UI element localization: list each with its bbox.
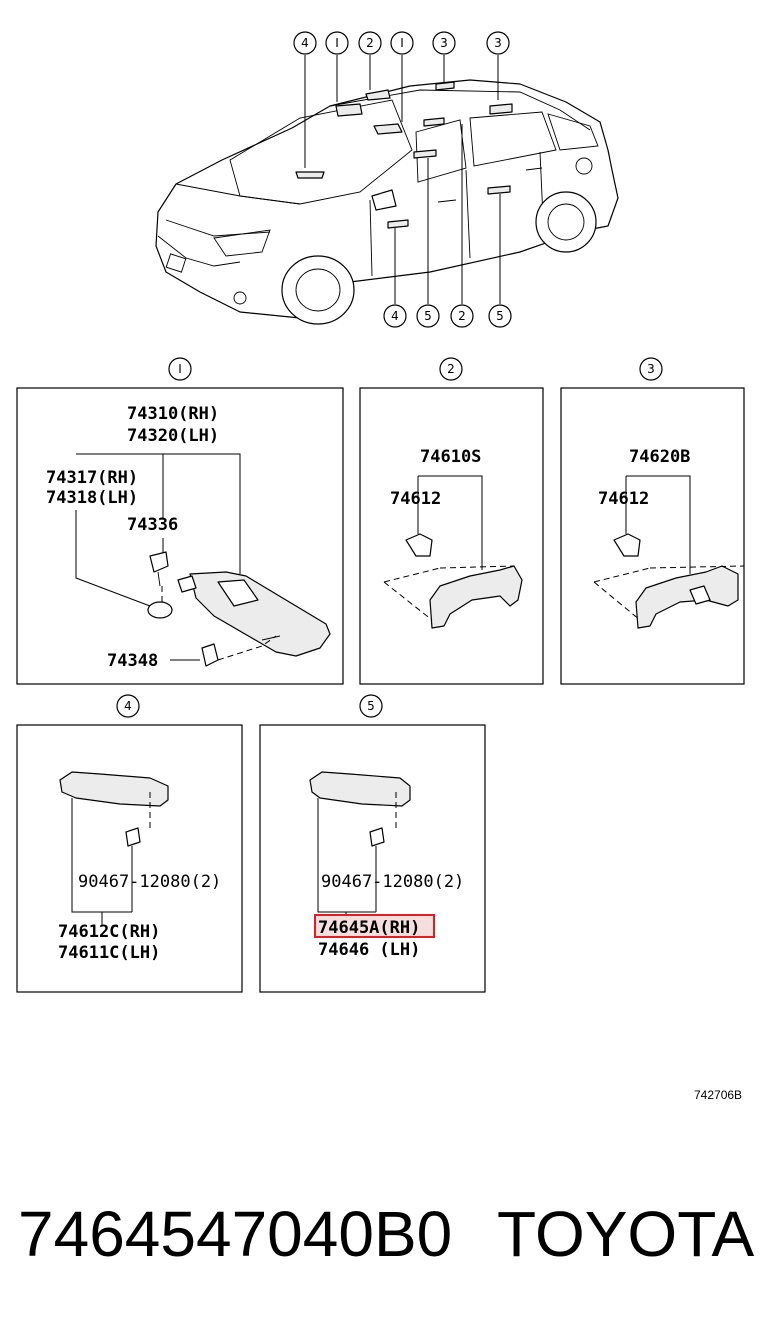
panel-3-assist-grip: 3 74620B 74612 [560,357,745,685]
footer-brand: TOYOTA [497,1198,755,1270]
panel-4-index: 4 [124,699,132,713]
panel-2-assist-grip: 2 74610S 74612 [359,357,544,685]
highlight-box [314,914,435,938]
label-90467-p4: 90467-12080(2) [78,872,221,892]
label-74612-p3: 74612 [598,489,649,509]
overview-callouts-bottom: 4 5 2 5 [383,304,512,328]
label-74318: 74318(LH) [46,488,138,508]
label-74348: 74348 [107,651,158,671]
label-74646: 74646 (LH) [318,940,420,960]
panel-3-index: 3 [647,362,655,376]
panel-5-index: 5 [367,699,375,713]
label-74612-p2: 74612 [390,489,441,509]
label-74620B: 74620B [629,447,690,467]
label-74320: 74320(LH) [127,426,219,446]
label-74610S: 74610S [420,447,481,467]
label-74336: 74336 [127,515,178,535]
footer-part-number: 7464547040B0 [18,1198,452,1270]
diagram-reference: 742706B [694,1088,742,1102]
panel-5-door-handle: 5 90467-12080(2) 74645A(RH) 74646 (LH) [259,694,486,993]
callout-2-bottom: 2 [458,309,466,323]
callout-1b-top: I [400,36,404,50]
callout-5b-bottom: 5 [496,309,504,323]
callout-4-bottom: 4 [391,309,399,323]
label-74317: 74317(RH) [46,468,138,488]
label-74645A: 74645A(RH) [318,918,420,938]
panel-1-index: I [178,362,182,376]
car-overview-illustration [155,55,619,325]
label-74611C: 74611C(LH) [58,943,160,963]
callout-3b-top: 3 [494,36,502,50]
label-74310: 74310(RH) [127,404,219,424]
panel-4-door-handle: 4 90467-12080(2) 74612C(RH) 74611C(LH) [16,694,243,993]
label-74612C: 74612C(RH) [58,922,160,942]
callout-5-bottom: 5 [424,309,432,323]
callout-4-top: 4 [301,36,309,50]
overview-callouts-top: 4 I 2 I 3 3 [293,31,510,55]
panel-2-index: 2 [447,362,455,376]
callout-1-top: I [335,36,339,50]
callout-2-top: 2 [366,36,374,50]
label-90467-p5: 90467-12080(2) [321,872,464,892]
panel-1-sun-visor: I 74310(RH) 74320(LH) 74317(RH) 74318(LH… [16,357,344,685]
callout-3-top: 3 [440,36,448,50]
